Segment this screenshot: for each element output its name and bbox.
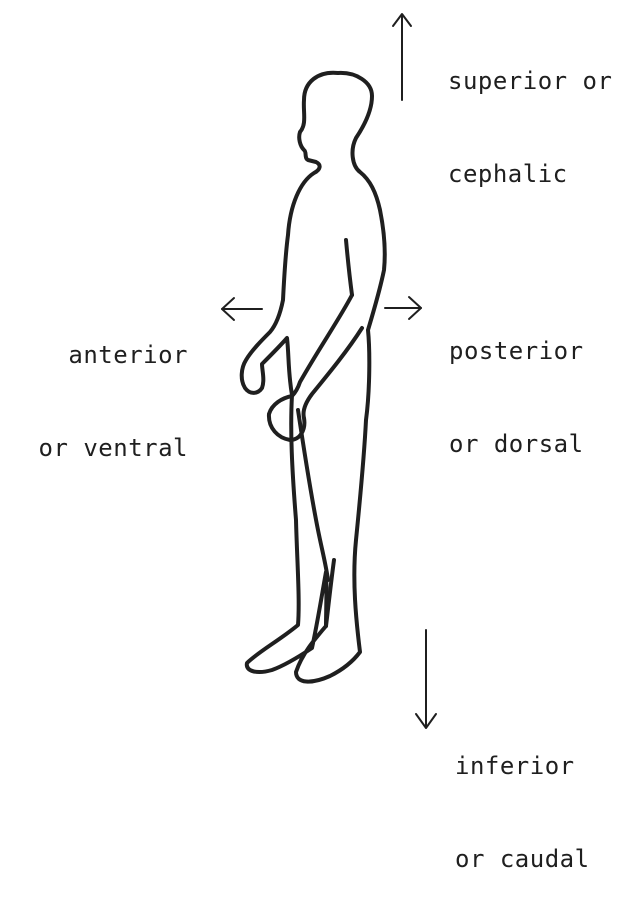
- anterior-label-line1: anterior: [6, 340, 188, 371]
- superior-label: superior or cephalic: [448, 4, 612, 221]
- inferior-label: inferior or caudal: [455, 689, 590, 906]
- posterior-label-line2: or dorsal: [449, 429, 584, 460]
- arrow-left-icon: [222, 298, 262, 320]
- anterior-label-line2: or ventral: [6, 433, 188, 464]
- arrow-right-icon: [385, 297, 421, 319]
- front-arm: [269, 295, 362, 440]
- anterior-label: anterior or ventral: [6, 278, 188, 495]
- posterior-label: posterior or dorsal: [449, 274, 584, 491]
- arrow-up-icon: [393, 14, 411, 100]
- superior-label-line1: superior or: [448, 66, 612, 97]
- inferior-label-line2: or caudal: [455, 844, 590, 875]
- inner-leg-line: [298, 410, 328, 580]
- arrow-down-icon: [416, 630, 436, 728]
- superior-label-line2: cephalic: [448, 159, 612, 190]
- torso-back-line: [346, 240, 352, 295]
- human-figure: [242, 73, 385, 682]
- posterior-label-line1: posterior: [449, 336, 584, 367]
- inferior-label-line1: inferior: [455, 751, 590, 782]
